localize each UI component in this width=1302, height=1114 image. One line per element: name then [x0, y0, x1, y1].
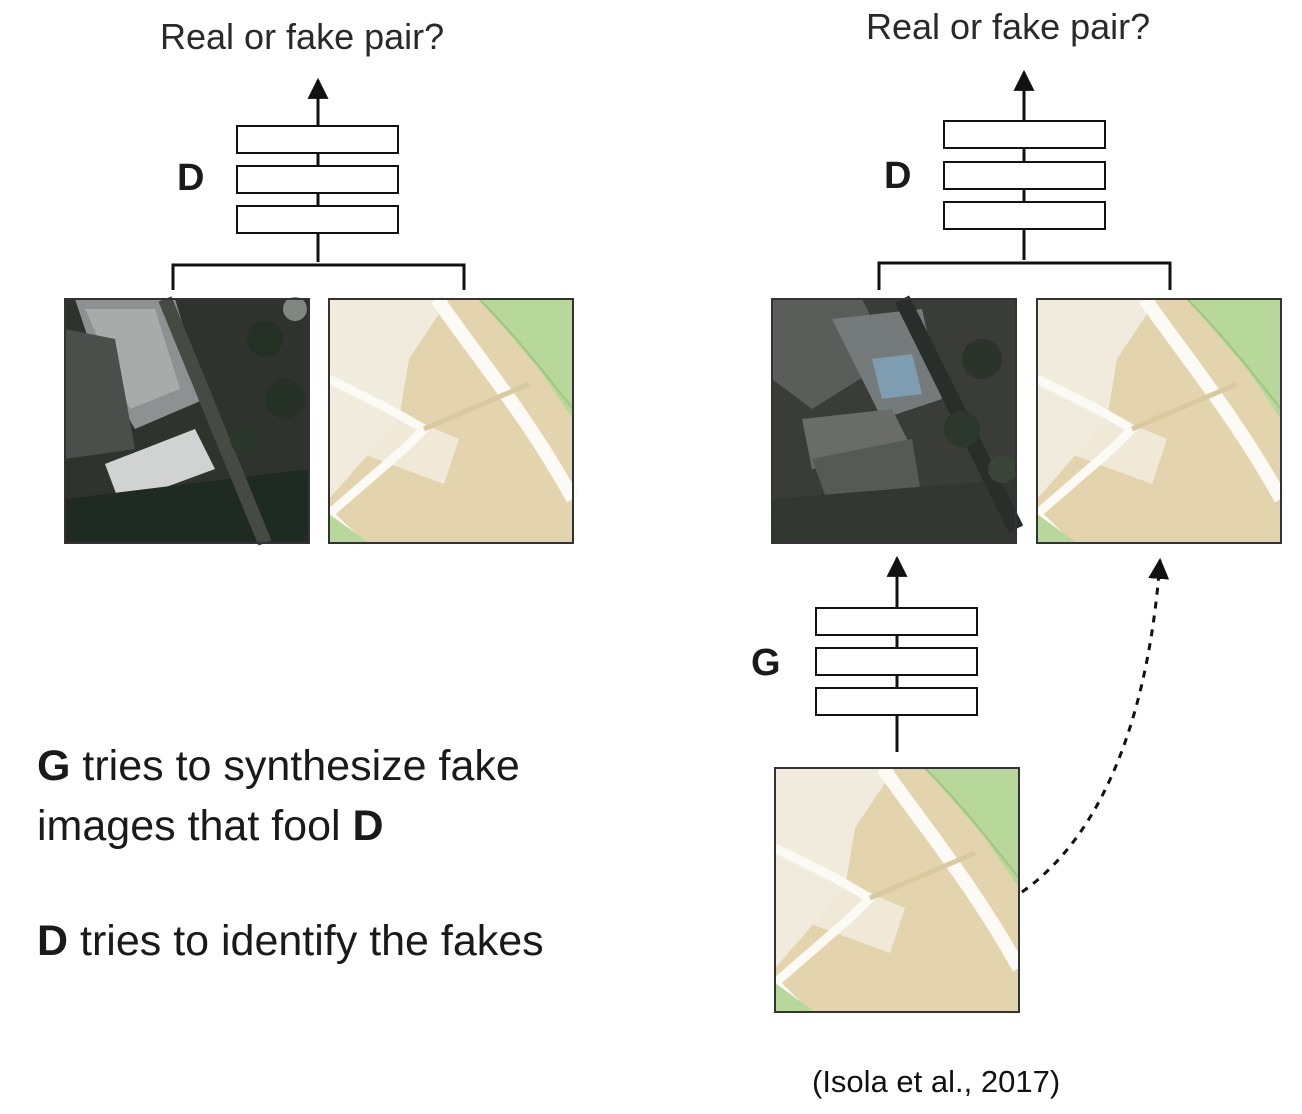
right-discriminator — [943, 69, 1106, 260]
g-layer-1 — [815, 607, 978, 636]
left-real-map-image — [329, 299, 573, 543]
caption-fool-d-bold: D — [352, 802, 384, 850]
caption-fool-text: images that fool — [37, 802, 353, 850]
right-d-layer-2 — [943, 161, 1106, 190]
g-layer-2 — [815, 647, 978, 676]
generator-network — [815, 555, 978, 752]
citation: (Isola et al., 2017) — [812, 1064, 1061, 1099]
caption-generator: G tries to synthesize fake — [37, 740, 520, 792]
caption-d-text: tries to identify the fakes — [68, 917, 544, 965]
input-map-image — [775, 768, 1019, 1012]
left-question-label: Real or fake pair? — [160, 16, 445, 57]
left-discriminator-label: D — [177, 157, 205, 199]
right-d-layer-3 — [943, 201, 1106, 230]
right-discriminator-label: D — [884, 155, 912, 197]
caption-g-text: tries to synthesize fake — [70, 742, 520, 790]
left-d-layer-3 — [236, 205, 399, 234]
conditioning-dashed-arrow — [1021, 557, 1170, 894]
generator-label: G — [751, 642, 781, 684]
caption-generator-line2: images that fool D — [37, 800, 384, 852]
g-layer-3 — [815, 687, 978, 716]
left-real-aerial-image — [65, 297, 309, 543]
left-d-layer-1 — [236, 125, 399, 154]
left-discriminator — [236, 77, 399, 262]
caption-g-bold: G — [37, 742, 71, 790]
right-question-label: Real or fake pair? — [866, 6, 1151, 47]
caption-discriminator: D tries to identify the fakes — [37, 915, 544, 967]
caption-d-bold: D — [37, 917, 69, 965]
right-pair-bracket — [877, 261, 1172, 290]
left-d-layer-2 — [236, 165, 399, 194]
right-map-image — [1037, 299, 1281, 543]
left-pair-bracket — [171, 263, 466, 290]
right-fake-aerial-image — [772, 299, 1016, 543]
right-d-layer-1 — [943, 120, 1106, 149]
